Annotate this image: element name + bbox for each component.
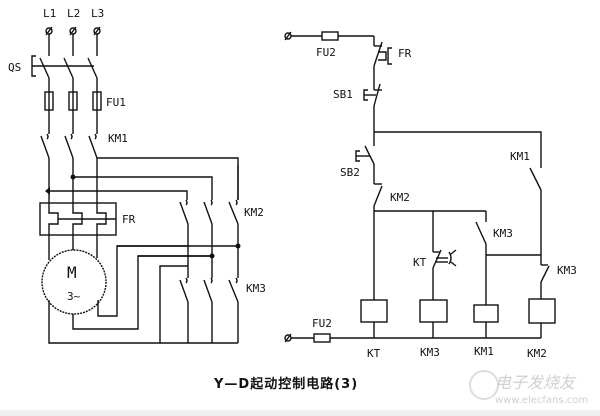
phase-label-l1: L1 xyxy=(43,7,56,20)
start-button-label: SB2 xyxy=(340,166,360,179)
fuse-label-fu2-bottom: FU2 xyxy=(312,317,332,330)
main-circuit: L1 L2 L3 QS xyxy=(8,7,266,344)
coil-km1 xyxy=(473,304,499,323)
terminal-icon xyxy=(284,31,292,41)
terminal-icon xyxy=(284,333,292,343)
contactor-km1-main xyxy=(40,133,98,159)
km3-nc-contact xyxy=(540,264,550,299)
watermark-logo-icon xyxy=(469,370,499,400)
watermark-text: 电子发烧友 xyxy=(495,373,577,392)
coil-kt xyxy=(360,299,388,323)
fuse-label-fu2-top: FU2 xyxy=(316,46,336,59)
start-button-sb2 xyxy=(355,132,375,184)
coil-label-kt: KT xyxy=(367,347,381,360)
diagram-title: Y—D起动控制电路(3) xyxy=(213,376,358,392)
coil-label-km2: KM2 xyxy=(527,347,547,360)
km1-hold-contact xyxy=(529,167,542,265)
stop-button-sb1 xyxy=(363,80,382,132)
km3-hold-contact xyxy=(475,211,487,305)
overload-contact-fr xyxy=(373,36,392,80)
kt-timer-contact xyxy=(432,211,457,300)
km2-nc-label: KM2 xyxy=(390,191,410,204)
contactor-km2-main xyxy=(179,199,239,225)
watermark-url: www.elecfans.com xyxy=(495,395,588,406)
coil-label-km3: KM3 xyxy=(420,346,440,359)
bottom-border xyxy=(0,410,600,416)
watermark: 电子发烧友 www.elecfans.com xyxy=(469,370,588,406)
fuse-fu2-bottom xyxy=(313,333,331,343)
contactor-label-km3: KM3 xyxy=(246,282,266,295)
motor-label: M xyxy=(67,263,77,282)
coil-km2 xyxy=(528,298,556,324)
overload-contact-label-fr: FR xyxy=(398,47,412,60)
km2-nc-contact xyxy=(373,183,383,211)
kt-contact-label: KT xyxy=(413,256,427,269)
contactor-label-km2: KM2 xyxy=(244,206,264,219)
km1-hold-label: KM1 xyxy=(510,150,530,163)
fuse-label-fu1: FU1 xyxy=(106,96,126,109)
contactor-label-km1: KM1 xyxy=(108,132,128,145)
contactor-km3-main xyxy=(179,277,239,303)
terminal-icon xyxy=(45,26,101,36)
motor-sublabel: 3~ xyxy=(67,290,81,303)
km3-nc-label: KM3 xyxy=(557,264,577,277)
km3-hold-label: KM3 xyxy=(493,227,513,240)
coil-km3 xyxy=(419,299,448,323)
fuse-fu1 xyxy=(44,91,102,111)
overload-relay-fr xyxy=(39,202,117,236)
fuse-fu2-top xyxy=(321,31,339,41)
phase-label-l2: L2 xyxy=(67,7,80,20)
coil-label-km1: KM1 xyxy=(474,345,494,358)
motor-icon xyxy=(41,249,107,315)
control-circuit: FU2 FR SB1 KM1 xyxy=(284,31,577,360)
isolator-switch-qs xyxy=(31,55,98,79)
stop-button-label: SB1 xyxy=(333,88,353,101)
isolator-label: QS xyxy=(8,61,21,74)
phase-label-l3: L3 xyxy=(91,7,104,20)
overload-label-fr: FR xyxy=(122,213,136,226)
